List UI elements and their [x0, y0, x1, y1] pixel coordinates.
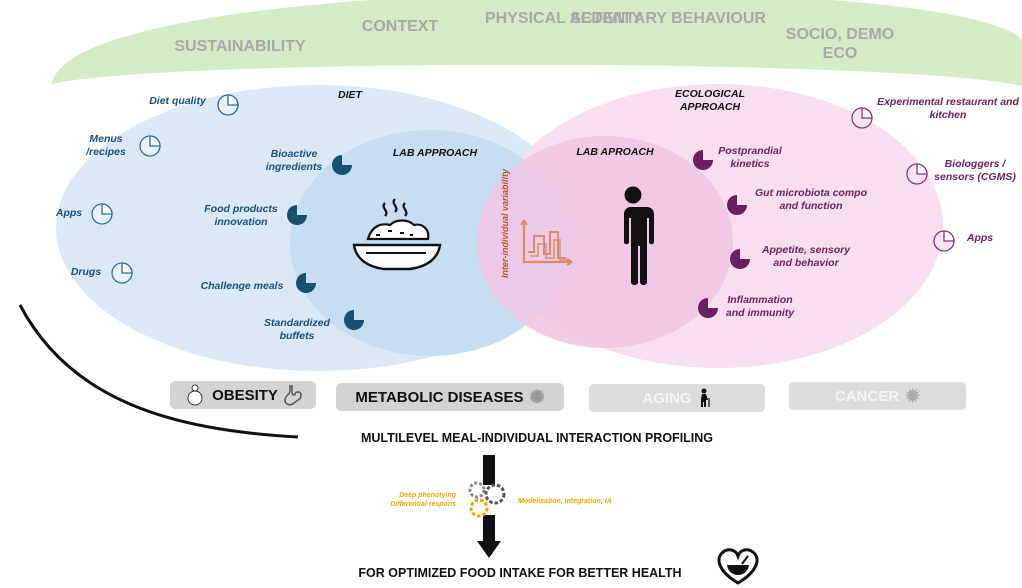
person-icon — [619, 186, 654, 285]
item-diet-quality: Diet quality — [149, 95, 206, 107]
item-bioactive: Bioactive ingredients — [265, 148, 323, 173]
right-lab-ellipse — [477, 136, 733, 348]
item-appetite: Appetite, sensory and behavior — [761, 244, 851, 269]
disease-label: METABOLIC DISEASES — [355, 388, 524, 406]
item-menus-recipes: Menus /recipes — [86, 133, 126, 158]
item-food-products: Food products innovation — [204, 203, 278, 228]
pie-icon — [851, 107, 873, 129]
disease-label: CANCER — [834, 387, 900, 405]
modelisation-note: Modelisation, integration, IA — [518, 498, 612, 505]
item-challenge-meals: Challenge meals — [200, 280, 284, 292]
pie-icon — [217, 94, 239, 116]
diet-heading: DIET — [338, 89, 362, 101]
pie-icon — [111, 262, 133, 284]
stomach-icon — [284, 385, 302, 406]
item-standardized-buffets: Standardized buffets — [264, 317, 330, 342]
pie-icon — [698, 298, 718, 318]
disease-obesity: OBESITY — [170, 381, 316, 409]
item-biologgers: Biologgers / sensors (CGMS) — [934, 158, 1016, 183]
item-apps-right: Apps — [966, 232, 994, 244]
pie-icon — [727, 195, 747, 215]
pie-icon — [906, 163, 928, 185]
note-line: Deep phenotying — [399, 492, 456, 499]
arc-label-context: CONTEXT — [361, 18, 439, 35]
pie-icon — [344, 310, 364, 330]
virus-icon: ✹ — [905, 385, 921, 406]
disease-metabolic: METABOLIC DISEASES ✺ — [336, 383, 564, 411]
pie-icon — [139, 135, 161, 157]
gears-icon — [468, 481, 506, 518]
pie-icon — [332, 155, 352, 175]
obesity-figure-icon — [187, 384, 203, 406]
variability-graph-icon — [520, 219, 573, 266]
arc-label-sedentary: SEDENTARY BEHAVIOUR — [570, 10, 766, 27]
left-lab-heading: LAB APPROACH — [392, 147, 478, 159]
right-lab-heading: LAB APROACH — [576, 146, 654, 158]
cell-icon: ✺ — [529, 386, 545, 407]
deep-phenotyping-note: Deep phenotying Differential respons — [360, 491, 456, 509]
pie-icon — [730, 249, 750, 269]
item-postprandial: Postprandial kinetics — [718, 145, 782, 170]
arc-label-socio: SOCIO, DEMO ECO — [785, 26, 895, 62]
item-apps-left: Apps — [55, 207, 83, 219]
pie-icon — [287, 205, 307, 225]
item-gut-microbiota: Gut microbiota compo and function — [754, 187, 867, 212]
sweep-arc — [18, 304, 299, 439]
down-arrow — [477, 455, 501, 558]
variability-label: Inter-individual variability — [500, 168, 510, 278]
disease-cancer: CANCER ✹ — [789, 382, 966, 410]
food-dish-icon — [352, 198, 442, 271]
heart-bowl-icon — [717, 548, 759, 585]
disease-aging: AGING — [589, 384, 765, 412]
disease-label: OBESITY — [212, 386, 278, 404]
note-line: Differential respons — [390, 501, 456, 508]
item-drugs: Drugs — [70, 266, 102, 278]
elderly-person-icon — [700, 388, 710, 407]
profiling-title: MULTILEVEL MEAL-INDIVIDUAL INTERACTION P… — [360, 431, 714, 445]
item-inflammation: Inflammation and immunity — [725, 294, 795, 319]
context-arc — [52, 0, 1022, 86]
arc-label-physical-activity: PHYSICAL ACTIVITY — [485, 10, 643, 27]
item-experimental-restaurant: Experimental restaurant and kitchen — [877, 96, 1019, 121]
pie-icon — [693, 150, 713, 170]
ecological-heading: ECOLOGICAL APPROACH — [675, 88, 745, 113]
pie-icon — [91, 203, 113, 225]
pie-icon — [933, 230, 955, 252]
pie-icon — [296, 273, 316, 293]
disease-label: AGING — [642, 389, 692, 407]
arc-label-sustainability: SUSTAINABILITY — [174, 38, 306, 55]
final-title: FOR OPTIMIZED FOOD INTAKE FOR BETTER HEA… — [358, 566, 682, 580]
